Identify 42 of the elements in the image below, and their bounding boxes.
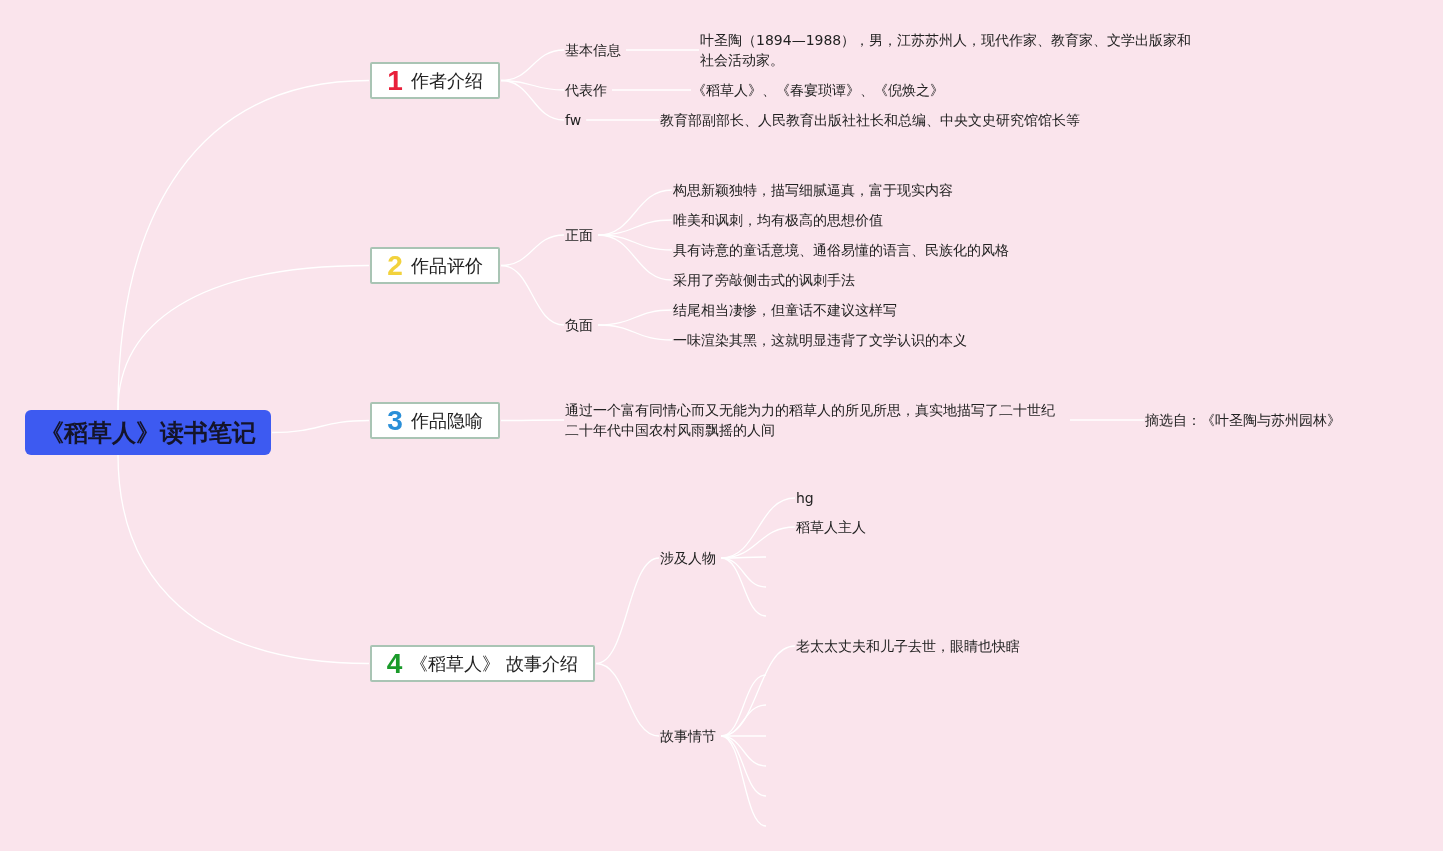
topic-number: 2 — [387, 251, 403, 280]
branch-label: 负面 — [565, 315, 593, 335]
branch-label: 故事情节 — [660, 726, 716, 746]
topic-number: 1 — [387, 66, 403, 95]
topic-box — [370, 402, 500, 439]
branch-label: 基本信息 — [565, 40, 621, 60]
note-text: 通过一个富有同情心而又无能为力的稻草人的所见所思，真实地描写了二十世纪二十年代中国农村风雨飘摇的人间 — [565, 400, 1065, 440]
note-text: 教育部副部长、人民教育出版社社长和总编、中央文史研究馆馆长等 — [660, 110, 1080, 130]
connector-line — [500, 264, 565, 326]
note-text: 《稻草人》、《春宴琐谭》、《倪焕之》 — [692, 80, 944, 100]
note-text: 具有诗意的童话意境、通俗易懂的语言、民族化的风格 — [673, 240, 1009, 260]
connector-line — [117, 264, 370, 411]
central-topic: 《稻草人》读书笔记 — [25, 410, 271, 455]
note-text: 采用了旁敲侧击式的讽刺手法 — [673, 270, 855, 290]
connector-line — [271, 419, 370, 434]
branch-label: 正面 — [565, 225, 593, 245]
connector-line — [117, 454, 370, 665]
note-text: 构思新颖独特，描写细腻逼真，富于现实内容 — [673, 180, 953, 200]
branch-label: fw — [565, 110, 582, 130]
note-text: 叶圣陶（1894—1988），男，江苏苏州人，现代作家、教育家、文学出版家和社会活动家。 — [700, 30, 1200, 70]
topic-box — [370, 247, 500, 284]
topic-box — [370, 645, 595, 682]
branch-label: 稻草人主人 — [796, 517, 866, 537]
connector-line — [720, 735, 767, 827]
topic-number: 3 — [387, 406, 403, 435]
connector-line — [500, 79, 565, 121]
topic-title: 《稻草人》 故事介绍 — [410, 651, 579, 676]
connector-line — [595, 662, 660, 737]
topic-title: 作者介绍 — [410, 68, 483, 93]
topic-title: 作品隐喻 — [410, 408, 483, 433]
topic-title: 作品评价 — [410, 253, 483, 278]
topic-box — [370, 62, 500, 99]
connector-line — [597, 324, 673, 341]
topic-number: 4 — [386, 649, 403, 678]
branch-label: 涉及人物 — [660, 548, 716, 568]
note-text: 唯美和讽刺，均有极高的思想价值 — [673, 210, 883, 230]
note-text: 结尾相当凄惨，但童话不建议这样写 — [673, 300, 897, 320]
branch-label: hg — [796, 488, 814, 508]
branch-label: 代表作 — [565, 80, 607, 100]
note-text: 一味渲染其黑，这就明显违背了文学认识的本义 — [673, 330, 967, 350]
source-note: 摘选自：《叶圣陶与苏州园林》 — [1145, 410, 1341, 430]
note-text: 老太太丈夫和儿子去世，眼睛也快瞎 — [796, 636, 1020, 656]
